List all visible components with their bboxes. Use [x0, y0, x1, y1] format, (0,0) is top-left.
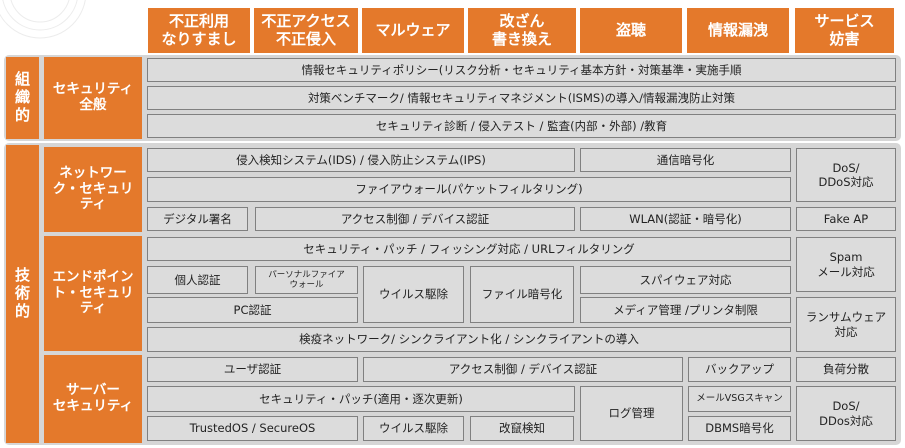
measure-file-encryption: ファイル暗号化	[470, 266, 574, 323]
measure-wlan: WLAN(認証・暗号化)	[580, 207, 791, 231]
measure-server-ddos: DoS/ DDos対応	[796, 386, 896, 441]
measure-trusted-os: TrustedOS / SecureOS	[147, 416, 358, 441]
side-label-organizational: 組 織 的	[6, 57, 39, 139]
measure-ransomware: ランサムウェア 対応	[796, 297, 896, 352]
measure-spam-mail: Spam メール対応	[796, 237, 896, 292]
measure-communication-encryption: 通信暗号化	[580, 148, 791, 172]
measure-personal-firewall: パーソナルファイア ウォール	[255, 266, 358, 294]
category-security-general: セキュリティ 全般	[44, 57, 142, 139]
measure-server-security-patch: セキュリティ・パッチ(適用・逐次更新)	[147, 386, 575, 412]
measure-load-balancing: 負荷分散	[796, 357, 896, 382]
measure-spyware: スパイウェア対応	[580, 266, 791, 294]
measure-security-patch-phishing: セキュリティ・パッチ / フィッシング対応 / URLフィルタリング	[147, 237, 791, 261]
measure-quarantine-network: 検疫ネットワーク/ シンクライアント化 / シンクライアントの導入	[147, 327, 791, 352]
measure-network-access-control: アクセス制御 / デバイス認証	[255, 207, 575, 231]
category-network-security: ネットワー ク・セキュリ ティ	[44, 147, 142, 232]
measure-personal-authentication: 個人認証	[147, 266, 248, 294]
measure-isms: 対策ベンチマーク/ 情報セキュリティマネジメント(ISMS)の導入/情報漏洩防止…	[147, 86, 896, 110]
measure-security-policy: 情報セキュリティポリシー(リスク分析・セキュリティ基本方針・対策基準・実施手順	[147, 58, 896, 82]
category-endpoint-security: エンドポイン ト・セキュリ ティ	[44, 236, 142, 351]
measure-server-access-control: アクセス制御 / デバイス認証	[363, 357, 683, 382]
threat-header-data-leak: 情報漏洩	[687, 8, 789, 53]
measure-server-virus-removal: ウイルス駆除	[363, 416, 464, 441]
measure-backup: バックアップ	[688, 357, 791, 382]
measure-pc-authentication: PC認証	[147, 297, 358, 323]
measure-tamper-detection: 改竄検知	[470, 416, 574, 441]
threat-header-tampering: 改ざん 書き換え	[468, 8, 576, 53]
decorative-circle-lines	[0, 0, 86, 39]
side-label-technical: 技 術 的	[6, 145, 39, 443]
measure-media-management: メディア管理 /プリンタ制限	[580, 297, 791, 323]
measure-firewall: ファイアウォール(パケットフィルタリング)	[147, 177, 791, 202]
measure-ids-ips: 侵入検知システム(IDS) / 侵入防止システム(IPS)	[147, 148, 575, 172]
category-server-security: サーバー セキュリティ	[44, 355, 142, 443]
threat-header-eavesdropping: 盗聴	[580, 8, 682, 53]
measure-endpoint-virus-removal: ウイルス駆除	[363, 266, 464, 323]
measure-network-ddos: DoS/ DDoS対応	[796, 148, 896, 202]
measure-security-audit: セキュリティ診断 / 侵入テスト / 監査(内部・外部) /教育	[147, 114, 896, 138]
measure-mail-vsg-scan: メールVSGスキャン	[688, 386, 791, 412]
threat-header-service-disruption: サービス 妨害	[795, 8, 894, 53]
threat-header-impersonation: 不正利用 なりすまし	[148, 8, 250, 53]
measure-digital-signature: デジタル署名	[147, 207, 248, 231]
measure-user-authentication: ユーザ認証	[147, 357, 358, 382]
measure-log-management: ログ管理	[580, 386, 683, 441]
threat-header-malware: マルウェア	[362, 8, 464, 53]
measure-dbms-encryption: DBMS暗号化	[688, 416, 791, 441]
measure-fake-ap: Fake AP	[796, 207, 896, 231]
threat-header-unauthorized-access: 不正アクセス 不正侵入	[254, 8, 358, 53]
